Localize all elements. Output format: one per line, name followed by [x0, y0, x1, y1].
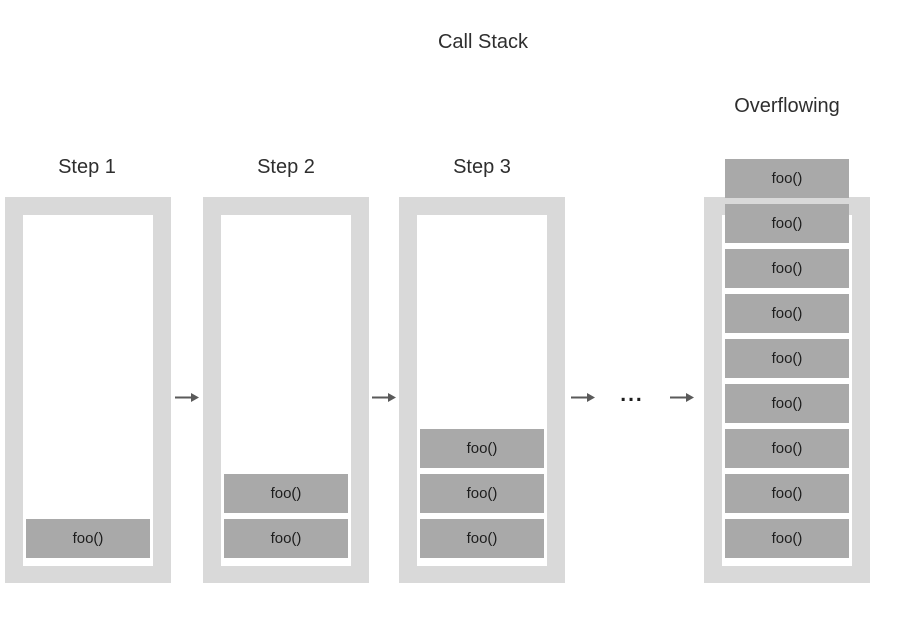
diagram-title: Call Stack	[437, 31, 529, 53]
stack-frame-foo: foo()	[725, 519, 849, 558]
stack-label-overflowing: Overflowing	[734, 95, 840, 117]
stack-inner-area	[417, 215, 547, 566]
stack-frame-foo: foo()	[725, 339, 849, 378]
stack-frame-foo: foo()	[224, 474, 348, 513]
stack-frame-foo: foo()	[725, 429, 849, 468]
stack-step-1: foo()	[5, 197, 171, 583]
stack-frame-foo: foo()	[224, 519, 348, 558]
stack-step-2: foo() foo()	[203, 197, 369, 583]
stack-inner-area	[221, 215, 351, 566]
arrow-right-icon	[571, 393, 595, 402]
arrow-right-icon	[372, 393, 396, 402]
stack-frame-foo-overflow: foo()	[725, 159, 849, 198]
arrow-right-icon	[175, 393, 199, 402]
stack-label-step-3: Step 3	[453, 156, 511, 178]
stack-inner-area	[23, 215, 153, 566]
stack-label-step-1: Step 1	[58, 156, 116, 178]
stack-frame-foo: foo()	[725, 204, 849, 243]
stack-frame-foo: foo()	[420, 519, 544, 558]
stack-frame-foo: foo()	[420, 429, 544, 468]
arrow-right-icon	[670, 393, 694, 402]
stack-frame-foo: foo()	[26, 519, 150, 558]
stack-frame-foo: foo()	[725, 384, 849, 423]
stack-step-3: foo() foo() foo()	[399, 197, 565, 583]
stack-frame-foo: foo()	[420, 474, 544, 513]
stack-overflowing: foo() foo() foo() foo() foo() foo() foo(…	[704, 159, 870, 583]
stack-label-step-2: Step 2	[257, 156, 315, 178]
stack-frame-foo: foo()	[725, 249, 849, 288]
stack-frame-foo: foo()	[725, 294, 849, 333]
stack-frame-foo: foo()	[725, 474, 849, 513]
ellipsis-text: ...	[620, 383, 644, 406]
